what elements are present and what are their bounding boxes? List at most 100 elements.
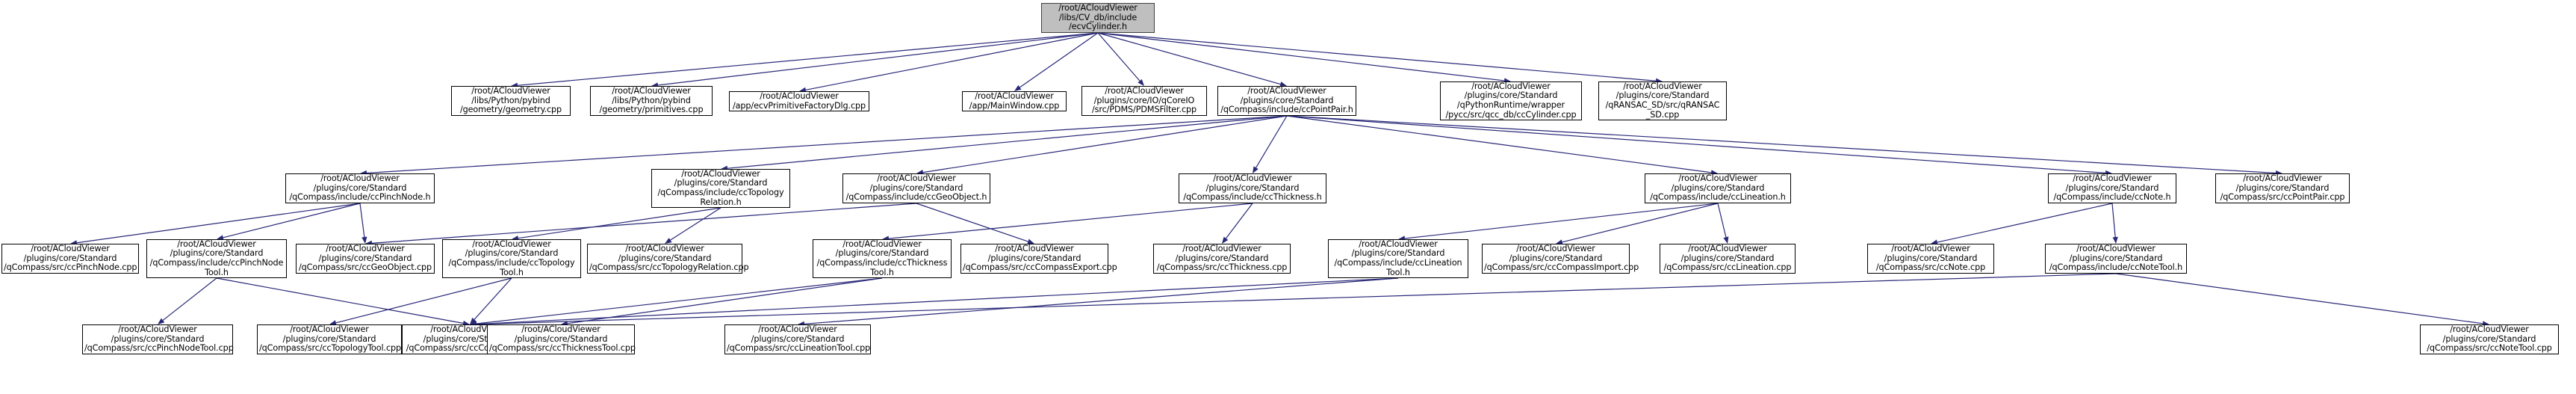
graph-node-line: /qCompass/src/ccTopologyRelation.cpp — [589, 262, 749, 273]
graph-node-line: /plugins/core/Standard — [1205, 182, 1300, 193]
graph-node-line: /qCompass/src/ccThicknessTool.cpp — [489, 343, 636, 354]
graph-node-line: /root/ACloudViewer — [320, 173, 400, 184]
graph-node-line: /plugins/core/Standard — [23, 253, 117, 263]
graph-edge-line — [1286, 115, 2106, 173]
graph-node[interactable]: /root/ACloudViewer/app/MainWindow.cpp — [962, 91, 1067, 111]
graph-node[interactable]: /root/ACloudViewer/plugins/core/Standard… — [724, 324, 871, 354]
graph-node[interactable]: /root/ACloudViewer/plugins/core/Standard… — [82, 324, 234, 354]
graph-edge-line — [1097, 32, 1505, 81]
graph-node-line: /plugins/core/Standard — [1240, 95, 1334, 105]
graph-node[interactable]: /root/ACloudViewer/plugins/core/Standard… — [1, 244, 139, 274]
graph-edge-line — [1286, 115, 1712, 173]
graph-node[interactable]: /root/ACloudViewer/plugins/core/Standard… — [442, 239, 581, 278]
graph-node-line: /root/ACloudViewer — [1688, 244, 1767, 254]
graph-node-line: /plugins/core/Standard — [674, 178, 768, 188]
graph-node[interactable]: /root/ACloudViewer/plugins/core/Standard… — [1179, 173, 1326, 203]
graph-node-line: /plugins/core/IO/qCoreIO — [1093, 95, 1195, 105]
graph-node-line: /plugins/core/Standard — [1351, 248, 1445, 259]
graph-node[interactable]: /root/ACloudViewer/plugins/core/Standard… — [146, 239, 287, 278]
graph-node[interactable]: /root/ACloudViewer/plugins/core/Standard… — [587, 244, 749, 274]
graph-node[interactable]: /root/ACloudViewer/plugins/core/Standard… — [1217, 86, 1356, 116]
graph-node-line: /plugins/core/Standard — [282, 333, 376, 344]
graph-node[interactable]: /root/ACloudViewer/plugins/core/Standard… — [1598, 81, 1727, 120]
graph-edge-arrowhead — [1138, 79, 1144, 86]
graph-node[interactable]: /root/ACloudViewer/plugins/core/Standard… — [1660, 244, 1796, 274]
graph-node-line: Tool.h — [500, 267, 524, 277]
graph-node-line: /pycc/src/qcc_db/ccCylinder.cpp — [1445, 109, 1577, 120]
graph-node[interactable]: /root/ACloudViewer/plugins/core/Standard… — [813, 239, 952, 278]
graph-node[interactable]: /root/ACloudViewer/plugins/core/Standard… — [2420, 324, 2559, 354]
graph-edge-line — [657, 32, 1099, 86]
graph-node-line: /qCompass/src/ccPinchNodeTool.cpp — [84, 343, 234, 354]
graph-node-line: /plugins/core/Standard — [313, 182, 407, 193]
graph-node-line: /plugins/core/Standard — [1509, 253, 1603, 263]
graph-node-line: /qCompass/include/ccLineation.h — [1650, 192, 1786, 203]
graph-edge-line — [1225, 203, 1253, 239]
graph-node-line: /plugins/core/Standard — [465, 248, 559, 259]
graph-node-line: /qCompass/src/ccLineation.cpp — [1663, 262, 1792, 273]
graph-node-line: /geometry/primitives.cpp — [599, 105, 704, 115]
graph-node[interactable]: /root/ACloudViewer/plugins/core/Standard… — [960, 244, 1117, 274]
graph-node[interactable]: /root/ACloudViewer/plugins/core/Standard… — [2045, 244, 2187, 274]
graph-node[interactable]: /root/ACloudViewer/plugins/core/Standard… — [2048, 173, 2176, 203]
graph-node[interactable]: /root/ACloudViewer/plugins/core/Standard… — [1867, 244, 1994, 274]
graph-node-line: Tool.h — [205, 267, 229, 277]
graph-edge-line — [1097, 32, 1281, 85]
graph-node[interactable]: /root/ACloudViewer/libs/Python/pybind/ge… — [451, 86, 571, 116]
graph-node-line: /qCompass/include/ccNoteTool.h — [2049, 262, 2183, 273]
graph-edge-line — [223, 203, 361, 238]
graph-node[interactable]: /root/ACloudViewer/plugins/core/Standard… — [1645, 173, 1791, 203]
graph-node[interactable]: /root/ACloudViewer/plugins/core/Standard… — [1482, 244, 1639, 274]
graph-edge-line — [476, 277, 1399, 325]
graph-node-line: /root/ACloudViewer — [1891, 244, 1970, 254]
graph-node-line: Relation.h — [700, 197, 742, 207]
graph-node-line: /root/ACloudViewer — [521, 324, 600, 335]
graph-edge-line — [1097, 32, 1140, 81]
graph-edge-line — [922, 115, 1288, 173]
graph-node-line: /app/ecvPrimitiveFactoryDlg.cpp — [732, 100, 866, 111]
graph-node-line: /plugins/core/Standard — [318, 253, 412, 263]
graph-edge-line — [805, 32, 1099, 90]
graph-edge-line — [162, 277, 217, 321]
graph-node[interactable]: /root/ACloudViewer/app/ecvPrimitiveFacto… — [729, 91, 869, 111]
graph-node-line: /root/ACloudViewer — [1516, 244, 1595, 254]
graph-node-line: /qCompass/include/ccNote.h — [2053, 192, 2171, 203]
graph-edge-line — [804, 277, 1399, 324]
graph-node[interactable]: /root/ACloudViewer/plugins/core/Standard… — [257, 324, 402, 354]
graph-node[interactable]: /root/ACloudViewer/plugins/core/Standard… — [285, 173, 435, 203]
graph-node[interactable]: /root/ACloudViewer/plugins/core/Standard… — [296, 244, 435, 274]
graph-node[interactable]: /root/ACloudViewer/plugins/core/Standard… — [2215, 173, 2350, 203]
graph-node[interactable]: /root/ACloudViewer/plugins/core/Standard… — [487, 324, 636, 354]
graph-node[interactable]: /root/ACloudViewer/plugins/core/Standard… — [651, 169, 790, 208]
graph-node[interactable]: /root/ACloudViewer/plugins/core/Standard… — [1440, 81, 1582, 120]
graph-node-line: /qCompass/src/ccPinchNode.cpp — [4, 262, 137, 273]
graph-node[interactable]: /root/ACloudViewer/plugins/core/Standard… — [1153, 244, 1291, 274]
graph-node-line: /root/ACloudViewer — [2073, 173, 2152, 184]
graph-edge-line — [1717, 203, 1727, 238]
graph-node[interactable]: /root/ACloudViewer/plugins/core/Standard… — [1328, 239, 1468, 278]
graph-edge-arrowhead — [2112, 236, 2118, 244]
graph-node-line: /libs/Python/pybind — [471, 95, 550, 105]
graph-node[interactable]: /root/ACloudViewer/libs/Python/pybind/ge… — [590, 86, 713, 116]
graph-edge-arrowhead — [470, 317, 477, 324]
graph-node-line: /root/ACloudViewer — [760, 90, 839, 101]
graph-node-line: /ecvCylinder.h — [1069, 22, 1127, 32]
graph-node-line: /qCompass/include/ccLineation — [1334, 258, 1462, 268]
graph-node-line: /plugins/core/Standard — [987, 253, 1081, 263]
graph-node[interactable]: /root/ACloudViewer/plugins/core/Standard… — [842, 173, 990, 203]
graph-node-line: /root/ACloudViewer — [995, 244, 1074, 254]
graph-node-line: /root/ACloudViewer — [290, 324, 369, 335]
graph-node[interactable]: /root/ACloudViewer/plugins/core/IO/qCore… — [1081, 86, 1207, 116]
graph-node-line: /root/ACloudViewer — [975, 90, 1054, 101]
graph-edge-line — [670, 207, 721, 241]
graph-node-line: /plugins/core/Standard — [1671, 182, 1765, 193]
graph-edge-line — [1562, 203, 1719, 243]
graph-node-line: /src/PDMS/PDMSFilter.cpp — [1091, 105, 1197, 115]
graph-node-line: /plugins/core/Standard — [1616, 90, 1710, 101]
graph-node-line: /root/ACloudViewer — [1213, 173, 1292, 184]
graph-node-line: /root/ACloudViewer — [1471, 81, 1551, 91]
graph-node-root[interactable]: /root/ACloudViewer/libs/CV_db/include/ec… — [1041, 3, 1155, 33]
graph-node-line: /qRANSAC_SD/src/qRANSAC — [1605, 100, 1720, 110]
graph-node-line: /qCompass/src/ccNote.cpp — [1875, 262, 1986, 273]
